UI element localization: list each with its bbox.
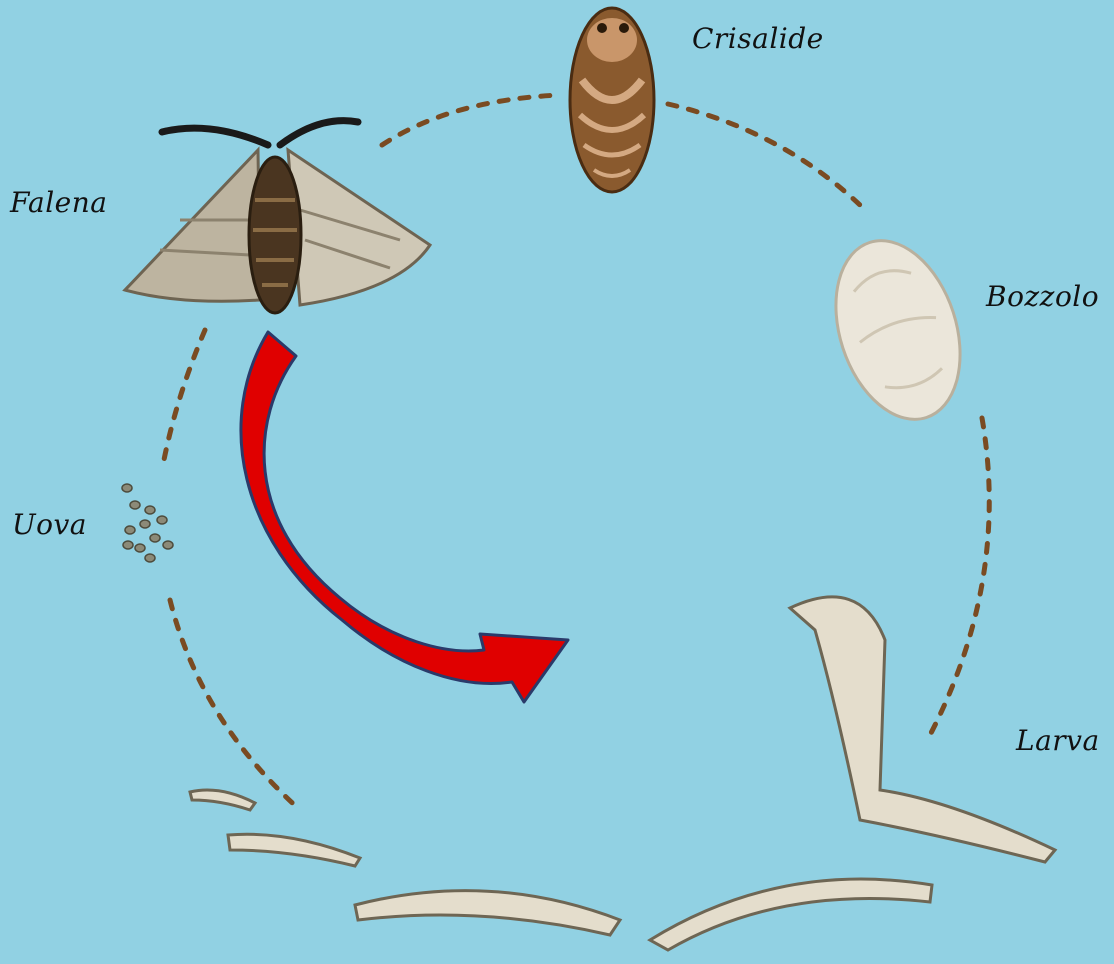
- label-bozzolo: Bozzolo: [986, 280, 1099, 313]
- label-crisalide: Crisalide: [692, 22, 824, 55]
- label-larva: Larva: [1016, 724, 1100, 757]
- connector-falena-crisalide: [382, 95, 560, 145]
- red-cycle-arrow: [241, 332, 568, 702]
- larva-medium-2: [650, 879, 932, 950]
- larva-small-1: [190, 790, 255, 810]
- connector-uova-larva: [170, 600, 300, 810]
- chrysalis-illustration: [570, 8, 654, 192]
- connector-bozzolo-larva: [930, 418, 989, 735]
- larva-illustration: [190, 597, 1055, 950]
- label-falena: Falena: [10, 186, 107, 219]
- larva-small-2: [228, 834, 360, 866]
- label-uova: Uova: [12, 508, 87, 541]
- larva-medium-1: [355, 891, 620, 935]
- connector-falena-uova: [162, 330, 205, 470]
- eggs-illustration: [122, 484, 173, 562]
- moth-illustration: [125, 121, 430, 313]
- cocoon-illustration: [814, 225, 981, 436]
- connector-crisalide-bozzolo: [668, 104, 860, 205]
